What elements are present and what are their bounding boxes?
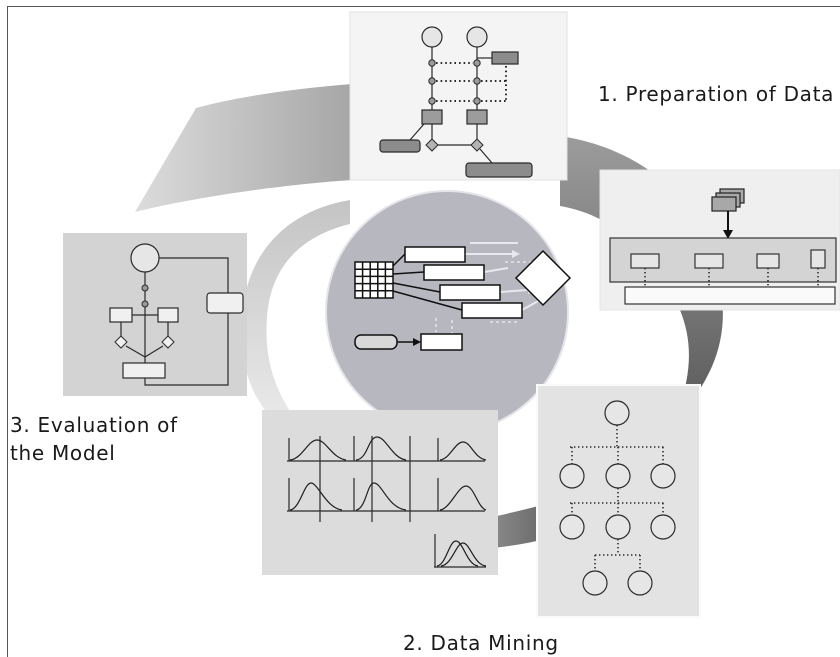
bell-curve xyxy=(439,441,487,461)
feedback-box xyxy=(206,292,244,314)
step-label-preparation: 1. Preparation of Data xyxy=(598,82,835,106)
grid-frame xyxy=(354,261,394,299)
decision-diamond xyxy=(425,138,439,152)
tree-node xyxy=(650,514,676,540)
source-table-box xyxy=(694,253,724,269)
feature-box xyxy=(404,246,466,263)
flow-connector xyxy=(479,148,493,164)
decision-diamond xyxy=(470,138,484,152)
process-box xyxy=(421,109,443,125)
light-dotted-lines xyxy=(435,261,535,334)
bell-curve xyxy=(355,436,407,461)
document-stack-icon xyxy=(711,188,745,212)
grid-cells xyxy=(355,262,393,298)
tree-node xyxy=(605,514,631,540)
tree-node xyxy=(605,463,631,489)
junction-node xyxy=(428,59,436,67)
input-terminal-box xyxy=(354,334,398,350)
source-table-box xyxy=(630,253,660,269)
model-center-circle xyxy=(325,190,572,434)
arrowhead xyxy=(413,338,421,346)
panel-background xyxy=(349,11,568,181)
junction-node xyxy=(473,97,481,105)
data-store-box xyxy=(491,51,519,65)
bell-curve xyxy=(289,482,343,511)
process-box xyxy=(466,109,488,125)
loop-connector xyxy=(144,257,229,386)
outer-frame xyxy=(7,6,840,657)
tree-branches xyxy=(570,425,664,464)
output-box xyxy=(379,139,421,153)
step-label-data-mining: 2. Data Mining xyxy=(403,631,559,655)
center-circle-background xyxy=(325,190,569,434)
merged-data-bar xyxy=(624,286,836,305)
panel-background xyxy=(262,410,498,575)
distribution-charts-panel xyxy=(262,410,498,575)
bell-curve xyxy=(439,485,487,511)
tree-node xyxy=(650,463,676,489)
junction-node xyxy=(428,77,436,85)
light-flow-lines xyxy=(465,242,541,311)
source-table-box xyxy=(756,253,780,269)
preparation-workflow-panel xyxy=(349,11,568,181)
output-box xyxy=(465,162,533,178)
light-arrowhead xyxy=(512,250,520,258)
bell-curve xyxy=(355,482,407,511)
feature-box xyxy=(423,264,485,281)
junction-node xyxy=(473,77,481,85)
evaluation-workflow-panel xyxy=(63,233,247,396)
dotted-connectors xyxy=(481,66,507,102)
swirl-band-top-left xyxy=(135,84,352,212)
process-box xyxy=(109,307,133,323)
process-box xyxy=(157,307,179,323)
junction-node xyxy=(141,284,149,292)
tree-root-node xyxy=(604,400,630,426)
bell-curve xyxy=(289,439,347,461)
start-node xyxy=(130,243,160,273)
data-source-panel xyxy=(599,169,840,311)
swirl-ring-inner xyxy=(241,200,350,414)
bell-curve xyxy=(440,542,487,567)
source-table-box xyxy=(810,249,826,269)
grid-to-feature-connectors xyxy=(392,253,463,311)
chart-axis-vertical xyxy=(288,436,439,567)
decision-diamond xyxy=(514,249,572,307)
decision-diamond xyxy=(161,335,175,349)
bell-curve xyxy=(436,540,479,567)
flow-connector xyxy=(120,322,169,358)
start-node xyxy=(421,26,443,48)
feature-box xyxy=(439,284,501,301)
tree-leaf-node xyxy=(627,570,653,596)
step-label-evaluation-line2: the Model xyxy=(10,441,116,465)
tree-node xyxy=(559,514,585,540)
junction-node xyxy=(428,97,436,105)
output-box xyxy=(420,333,463,351)
feature-box xyxy=(461,302,523,319)
tree-branches xyxy=(594,539,641,571)
arrowhead xyxy=(723,230,733,239)
decision-tree-panel xyxy=(536,384,701,618)
step-label-evaluation-line1: 3. Evaluation of xyxy=(10,413,178,437)
tree-node xyxy=(559,463,585,489)
dotted-connectors xyxy=(436,62,473,102)
start-node xyxy=(466,26,488,48)
junction-node xyxy=(473,59,481,67)
junction-node xyxy=(141,300,149,308)
document-sheet xyxy=(711,196,737,212)
data-grid xyxy=(354,261,394,299)
decision-diamond xyxy=(114,335,128,349)
result-box xyxy=(122,362,166,379)
tree-leaf-node xyxy=(582,570,608,596)
flow-connector xyxy=(409,123,425,141)
